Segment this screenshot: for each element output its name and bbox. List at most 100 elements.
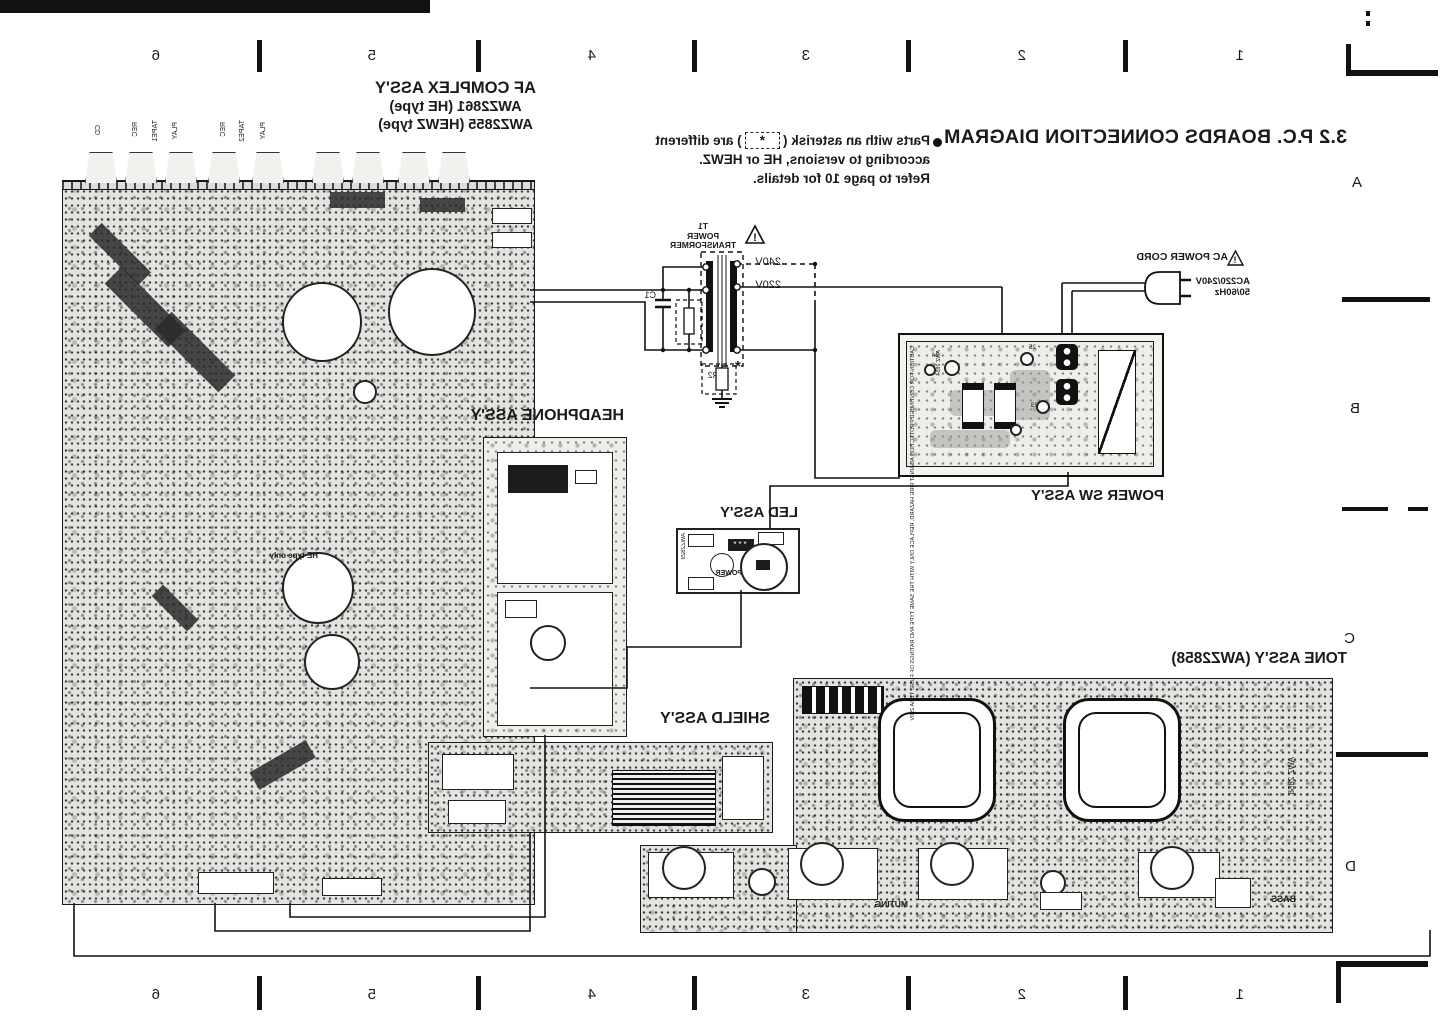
grid-tick: [1123, 40, 1128, 72]
jack-label: TAPE1: [152, 120, 159, 142]
rca-jack: [252, 152, 284, 183]
trace-blob: [930, 430, 1010, 448]
registration-dot: [1366, 21, 1370, 26]
pin-number: 23: [1030, 402, 1038, 409]
power-connector: [1056, 379, 1078, 405]
transformer-winding-right: [730, 261, 737, 352]
warning-exclamation: !: [1234, 255, 1237, 265]
wire-220v: [737, 286, 1003, 335]
fold-mark: [1342, 507, 1388, 511]
pin-number: 24: [931, 352, 939, 359]
tone-bass-label: BASS: [1270, 894, 1296, 904]
tone-label: TONE ASS'Y (AWZ2858): [1171, 650, 1347, 667]
fold-mark: [1408, 507, 1428, 511]
led-label: LED ASS'Y: [719, 504, 798, 521]
transformer-winding-left: [706, 261, 713, 352]
ic-chip: [420, 198, 465, 212]
af-complex-name: AF COMPLEX ASS'Y: [375, 79, 536, 97]
tone-connector: [802, 686, 884, 714]
ic-chip: [330, 192, 385, 208]
grid-tick: [692, 40, 697, 72]
headphone-component: [505, 600, 537, 618]
grid-tick: [476, 40, 481, 72]
jack-label: PLAY: [260, 122, 267, 140]
tone-muting-label: MUTING: [874, 899, 908, 909]
corner-mark: [1336, 961, 1428, 967]
fuse: [994, 383, 1016, 429]
note-bullet: [933, 138, 942, 147]
tone-pot-circle: [748, 868, 776, 896]
corner-mark: [1346, 70, 1438, 76]
ac-rating-volts: AC220/240V: [1195, 276, 1250, 287]
headphone-component: [508, 465, 568, 493]
rca-jack: [352, 152, 384, 183]
transformer-label: T1 POWER TRANSFORMER: [664, 221, 742, 251]
power-sw-code: AWZ 2854: [936, 350, 942, 376]
wire-primary-b: [530, 301, 706, 351]
transformer-symbol: [700, 251, 744, 367]
note-line1-post: ) are different: [655, 133, 742, 148]
tone-transformer-core: [1078, 712, 1166, 808]
grid-number: 4: [587, 986, 596, 1003]
jack-label: TAPE2: [239, 120, 246, 142]
grid-tick: [476, 976, 481, 1010]
tone-switch-circle: [662, 846, 706, 890]
led-switch-contact: [756, 560, 770, 570]
warning-exclamation: !: [753, 232, 757, 244]
shield-component: [448, 800, 506, 824]
tone-transformer-core: [893, 712, 981, 808]
page-edge-bar: [0, 0, 430, 13]
led-lamp-circle: [710, 553, 734, 577]
pcb-pad-circle: [304, 634, 360, 690]
warning-triangle-icon: [1226, 249, 1245, 266]
transformer-dashed-box: [700, 251, 744, 367]
note-line2: according to versions, HE or HEWZ.: [698, 152, 930, 167]
solder-pad: [1020, 352, 1034, 366]
note-text: Parts with an asterisk (*) are different…: [612, 131, 930, 188]
wire-primary-top: [662, 266, 706, 290]
af-complex-code-he: AWZ2861 (HE type): [389, 98, 522, 115]
tap-240v-label: 240V: [755, 256, 781, 268]
tap-220v-label: 220V: [755, 279, 781, 291]
pcb-connector: [198, 872, 274, 894]
af-complex-code-hewz: AWZ2855 (HEWZ type): [378, 117, 533, 133]
grid-number: 6: [151, 47, 160, 64]
grid-tick: [257, 976, 262, 1010]
tone-board-code: AWZ 2858: [1287, 757, 1296, 795]
note-line3: Refer to page 10 for details.: [752, 171, 930, 186]
solder-pad: [944, 360, 960, 376]
led-board-code: AWZ2829: [681, 533, 687, 560]
fold-mark: [1336, 752, 1428, 757]
page-title: 3.2 P.C. BOARDS CONNECTION DIAGRAM: [943, 126, 1347, 148]
grid-tick: [692, 976, 697, 1010]
asterisk-box: *: [744, 132, 780, 149]
pcb-connector: [322, 878, 382, 896]
shield-component: [722, 756, 764, 820]
registration-dot: [1366, 11, 1370, 16]
jack-label: CD: [95, 125, 102, 136]
jack-label: PLAY: [172, 122, 179, 140]
grid-number: 4: [587, 47, 596, 64]
headphone-jack-circle: [530, 625, 566, 661]
jack-rail: [62, 181, 534, 190]
grid-number: 3: [801, 47, 810, 64]
ac-rating-hz: 50/60Hz: [1214, 287, 1250, 298]
rca-jack: [398, 152, 430, 183]
shield-component: [442, 754, 514, 790]
fold-mark: [1342, 297, 1430, 302]
capacitor-c1: [655, 298, 671, 309]
transformer-taps: [702, 260, 741, 354]
pcb-pad-circle: [282, 552, 354, 624]
note-line1: Parts with an asterisk (*) are different: [612, 131, 930, 150]
warning-triangle-icon: [744, 224, 766, 244]
pcb-pad-circle: [282, 282, 362, 362]
rca-jack: [165, 152, 197, 183]
junction-dots: [660, 261, 818, 353]
corner-mark: [1346, 44, 1351, 76]
solder-pad: [1010, 424, 1022, 436]
shield-plate: [612, 770, 716, 826]
solder-pad: [924, 364, 936, 376]
plug-body: [1144, 271, 1181, 305]
headphone-label: HEADPHONE ASS'Y: [470, 407, 624, 424]
grid-number: 1: [1235, 47, 1244, 64]
